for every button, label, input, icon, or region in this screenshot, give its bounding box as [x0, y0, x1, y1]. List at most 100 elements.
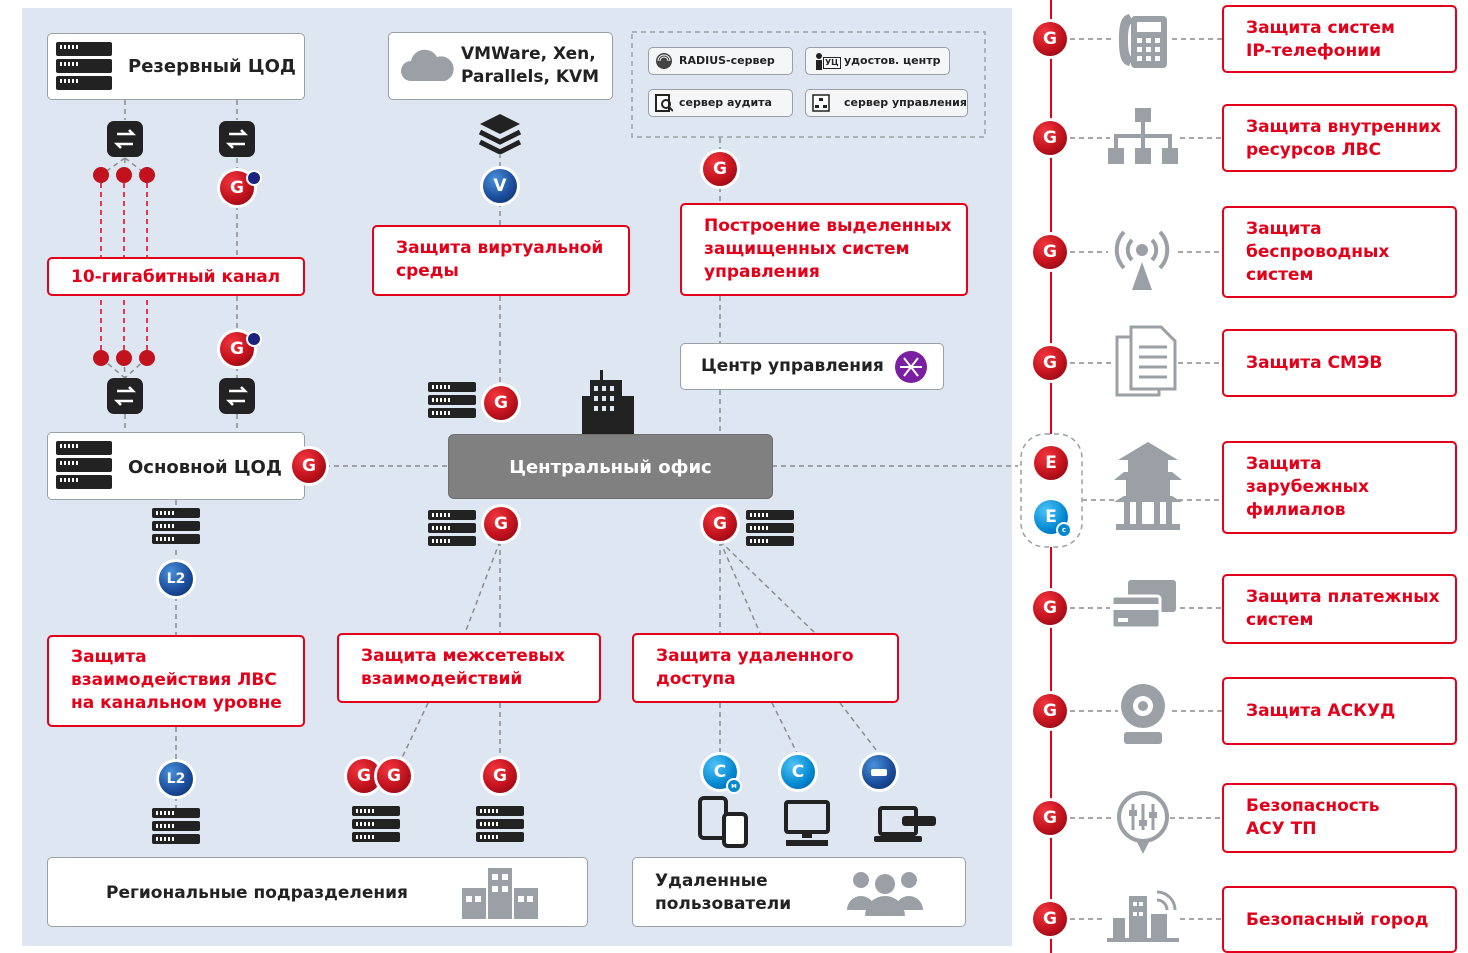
- client-badge: C: [781, 755, 815, 789]
- layers-icon: [478, 114, 522, 154]
- management-tree-icon: [812, 94, 830, 112]
- client-marker: c: [1056, 522, 1072, 538]
- office-building-icon: [462, 868, 538, 919]
- gost-badge: G: [1033, 235, 1067, 269]
- virtualization-badge: V: [483, 169, 517, 203]
- reserve-dc-label: Резервный ЦОД: [128, 56, 296, 77]
- regional-label: Региональные подразделения: [106, 883, 408, 903]
- channel-node: [93, 350, 109, 366]
- office-tower-icon: [582, 370, 634, 434]
- mgmt-server-chip: сервер управления: [805, 89, 968, 117]
- switch-icon: [107, 121, 143, 157]
- gost-badge: G: [1033, 346, 1067, 380]
- ip-phone-icon: [1119, 14, 1167, 68]
- firewall-protection-box: Защита межсетевых взаимодействий: [337, 633, 601, 703]
- server-icon: [152, 508, 200, 547]
- server-icon: [746, 510, 794, 549]
- payment-cards-icon: [1110, 580, 1176, 630]
- client-badge: C: [703, 755, 737, 789]
- gost-badge: G: [703, 152, 737, 186]
- solution-askud: Защита АСКУД: [1222, 677, 1457, 745]
- tablet-phone-icon: [698, 796, 748, 848]
- server-icon: [152, 808, 200, 847]
- l2-badge: L2: [159, 762, 193, 796]
- magnifier-document-icon: [655, 94, 673, 112]
- wireless-antenna-icon: [1114, 230, 1170, 290]
- solution-wireless: Защита беспроводных систем: [1222, 206, 1457, 298]
- gost-badge: G: [1033, 801, 1067, 835]
- ca-badge: УЦ: [823, 57, 841, 69]
- solution-payment-systems: Защита платежных систем: [1222, 574, 1457, 644]
- central-office-box: Центральный офис: [448, 434, 773, 499]
- gost-badge: G: [1033, 22, 1067, 56]
- channel-node: [139, 167, 155, 183]
- gost-badge: G: [484, 507, 518, 541]
- regional-box: Региональные подразделения: [47, 857, 588, 927]
- server-icon: [476, 806, 524, 845]
- virtual-protection-box: Защита виртуальной среды: [372, 225, 630, 296]
- users-group-icon: [847, 872, 923, 916]
- solution-ip-telephony: Защита систем IP-телефонии: [1222, 5, 1457, 73]
- central-office-label: Центральный офис: [509, 457, 712, 478]
- solution-foreign-branches: Защита зарубежных филиалов: [1222, 441, 1457, 534]
- reserve-dc-box: Резервный ЦОД: [47, 33, 305, 100]
- webcam-icon: [1121, 684, 1165, 744]
- fingerprint-icon: [656, 53, 672, 69]
- main-dc-box: Основной ЦОД: [47, 432, 305, 500]
- badge-marker: [246, 331, 262, 347]
- remote-access-box: Защита удаленного доступа: [632, 633, 899, 703]
- gost-badge: G: [1033, 902, 1067, 936]
- server-icon: [428, 382, 476, 421]
- token-badge: [862, 755, 896, 789]
- gost-badge: G: [484, 386, 518, 420]
- switch-icon: [219, 121, 255, 157]
- channel-node: [116, 350, 132, 366]
- server-rack-icon: [56, 441, 112, 492]
- channel-node: [139, 350, 155, 366]
- server-icon: [352, 806, 400, 845]
- gost-badge: G: [292, 449, 326, 483]
- gost-badge: G: [1033, 591, 1067, 625]
- dedicated-systems-box: Построение выделенных защищенных систем …: [680, 203, 968, 296]
- gost-badge: G: [1033, 121, 1067, 155]
- solution-safe-city: Безопасный город: [1222, 886, 1457, 953]
- server-icon: [428, 510, 476, 549]
- virtualization-box: VMWare, Xen, Parallels, KVM: [388, 32, 613, 100]
- radius-server-chip: RADIUS-сервер: [648, 47, 793, 75]
- control-panel-icon: [1117, 791, 1169, 854]
- control-center-icon: [895, 351, 927, 383]
- solution-acs-tp: Безопасность АСУ ТП: [1222, 783, 1457, 853]
- laptop-token-icon: [874, 806, 936, 842]
- switch-icon: [219, 378, 255, 414]
- cloud-icon: [401, 49, 454, 81]
- remote-users-box: Удаленные пользователи: [632, 857, 966, 927]
- l2-badge: L2: [159, 562, 193, 596]
- channel-node: [116, 167, 132, 183]
- switch-icon: [107, 378, 143, 414]
- mobile-marker: м: [726, 778, 742, 794]
- control-center-label: Центр управления: [701, 356, 884, 376]
- remote-users-label: Удаленные пользователи: [655, 871, 792, 914]
- server-rack-icon: [56, 42, 112, 93]
- main-dc-label: Основной ЦОД: [128, 457, 282, 478]
- desktop-computer-icon: [784, 800, 830, 846]
- gost-badge: G: [347, 759, 381, 793]
- channel-node: [93, 167, 109, 183]
- virtualization-platforms: VMWare, Xen, Parallels, KVM: [461, 44, 600, 87]
- person-certificate-icon: [816, 53, 822, 70]
- badge-marker: [246, 170, 262, 186]
- gost-badge: G: [1033, 694, 1067, 728]
- gost-badge: G: [377, 759, 411, 793]
- audit-server-chip: сервер аудита: [648, 89, 793, 117]
- city-icon: [1107, 890, 1179, 942]
- solution-smev: Защита СМЭВ: [1222, 329, 1457, 397]
- gost-badge: G: [483, 759, 517, 793]
- lan-hierarchy-icon: [1108, 108, 1178, 164]
- gost-badge: G: [703, 507, 737, 541]
- gost-badge: E: [1034, 446, 1068, 480]
- control-center-box: Центр управления: [680, 343, 944, 390]
- documents-icon: [1115, 325, 1177, 397]
- l2-protection-box: Защита взаимодействия ЛВС на канальном у…: [47, 635, 305, 727]
- solution-lan-resources: Защита внутренних ресурсов ЛВС: [1222, 104, 1457, 172]
